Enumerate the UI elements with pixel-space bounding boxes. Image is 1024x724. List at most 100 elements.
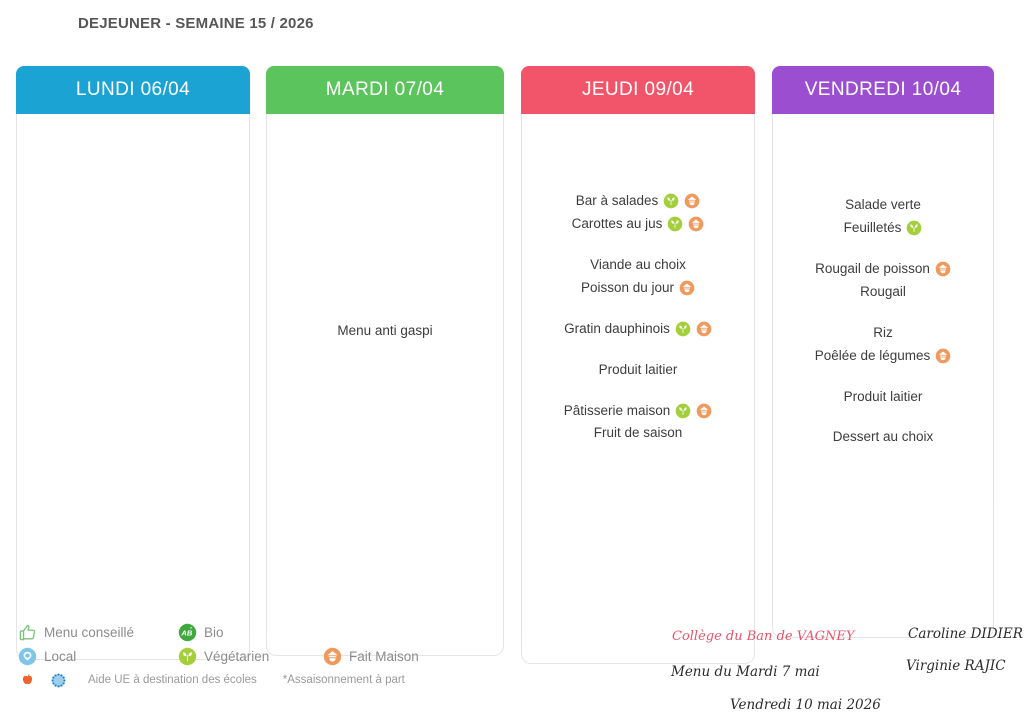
- menu-item: Riz: [773, 322, 993, 345]
- local-icon: [18, 647, 37, 666]
- day-header-lundi: LUNDI 06/04: [16, 66, 250, 114]
- menu-item-label: Produit laitier: [843, 388, 923, 404]
- fait-maison-icon: [679, 280, 695, 296]
- eu-stars-icon: [49, 671, 68, 690]
- menu-item-label: Carottes au jus: [571, 215, 663, 231]
- vegetarien-icon: [178, 647, 197, 666]
- day-label: MARDI 07/04: [325, 79, 445, 100]
- day-body-lundi: [16, 114, 250, 660]
- legend-label: Végétarien: [204, 648, 270, 664]
- day-label: JEUDI 09/04: [581, 79, 695, 100]
- fait-maison-icon: [935, 261, 951, 277]
- menu-item-label: Salade verte: [845, 197, 921, 212]
- vegetarien-icon: [675, 321, 691, 337]
- thumbs-up-icon: [18, 623, 37, 642]
- legend-row-1: Menu conseillé AB Bio: [18, 620, 488, 644]
- fait-maison-icon: [688, 216, 704, 232]
- legend-label: Menu conseillé: [44, 624, 135, 640]
- vegetarien-icon: [667, 216, 683, 232]
- menu-item-label: Feuilletés: [843, 219, 902, 235]
- fait-maison-icon: [696, 321, 712, 337]
- course-group: Produit laitier: [522, 359, 754, 382]
- fait-maison-icon: [684, 193, 700, 209]
- apple-icon: [18, 671, 37, 690]
- page-title: DEJEUNER - SEMAINE 15 / 2026: [78, 15, 314, 32]
- legend-label: Fait Maison: [349, 648, 419, 664]
- menu-item-label: Gratin dauphinois: [564, 320, 670, 336]
- legend-assaisonnement-note: *Assaisonnement à part: [282, 674, 405, 686]
- legend-row-3: Aide UE à destination des écoles *Assais…: [18, 668, 488, 692]
- legend-label: Bio: [204, 624, 224, 640]
- legend-aide-ue-label: Aide UE à destination des écoles: [88, 674, 257, 686]
- footer-school: Collège du Ban de VAGNEY: [672, 629, 855, 644]
- menu-item: Viande au choix: [522, 254, 754, 277]
- menu-item: Carottes au jus: [522, 213, 754, 236]
- fait-maison-icon: [696, 403, 712, 419]
- course-group: Dessert au choix: [773, 426, 993, 449]
- footer-date-line: Vendredi 10 mai 2026: [730, 697, 881, 713]
- course-group: Produit laitier: [773, 386, 993, 409]
- day-card-lundi[interactable]: LUNDI 06/04: [16, 66, 250, 660]
- menu-item: Dessert au choix: [773, 426, 993, 449]
- legend-item-bio: AB Bio: [178, 623, 224, 642]
- menu-item: Gratin dauphinois: [522, 318, 754, 341]
- vegetarien-icon: [906, 220, 922, 236]
- menu-item-label: Bar à salades: [575, 193, 659, 208]
- menu-item: Poêlée de légumes: [773, 345, 993, 368]
- legend-item-menu-conseille: Menu conseillé: [18, 623, 178, 642]
- fait-maison-icon: [935, 348, 951, 364]
- menu-item: Poisson du jour: [522, 277, 754, 300]
- menu-item-label: Poisson du jour: [580, 279, 675, 295]
- menu-item-label: Produit laitier: [598, 361, 678, 377]
- bio-ab-icon: AB: [178, 623, 197, 642]
- legend: Menu conseillé AB Bio: [18, 620, 488, 692]
- course-group: Gratin dauphinois: [522, 318, 754, 341]
- menu-item: Produit laitier: [773, 386, 993, 409]
- menu-item: Pâtisserie maison: [522, 400, 754, 423]
- day-body-mardi: Menu anti gaspi: [266, 114, 504, 656]
- footer-menu-line: Menu du Mardi 7 mai: [671, 664, 820, 680]
- menu-item-label: Rougail: [860, 283, 906, 299]
- legend-row-2: Local Végétarien: [18, 644, 488, 668]
- menu-item: Salade verte: [773, 194, 993, 217]
- menu-item: Fruit de saison: [522, 422, 754, 445]
- menu-item-label: Poêlée de légumes: [814, 347, 931, 363]
- menu-item-label: Viande au choix: [590, 256, 686, 272]
- menu-item-label: Fruit de saison: [593, 425, 683, 441]
- menu-item-label: Riz: [873, 324, 893, 340]
- menu-item: Produit laitier: [522, 359, 754, 382]
- day-label: LUNDI 06/04: [75, 79, 191, 100]
- menu-item-label: Rougail de poisson: [815, 260, 930, 276]
- footer-name-1: Caroline DIDIER: [908, 626, 1023, 642]
- svg-text:AB: AB: [180, 628, 192, 637]
- legend-item-vegetarien: Végétarien: [178, 647, 323, 666]
- menu-item: Feuilletés: [773, 217, 993, 240]
- day-header-vendredi: VENDREDI 10/04: [772, 66, 994, 114]
- fait-maison-icon: [323, 647, 342, 666]
- legend-label: Local: [44, 648, 77, 664]
- menu-item: Rougail: [773, 281, 993, 304]
- footer-name-2: Virginie RAJIC: [906, 658, 1006, 674]
- legend-item-local: Local: [18, 647, 178, 666]
- vegetarien-icon: [663, 193, 679, 209]
- menu-item: Rougail de poisson: [773, 258, 993, 281]
- menu-item-label: Dessert au choix: [832, 429, 934, 445]
- menu-item-label: Pâtisserie maison: [563, 402, 671, 418]
- day-header-jeudi: JEUDI 09/04: [521, 66, 755, 114]
- day-header-mardi: MARDI 07/04: [266, 66, 504, 114]
- vegetarien-icon: [675, 403, 691, 419]
